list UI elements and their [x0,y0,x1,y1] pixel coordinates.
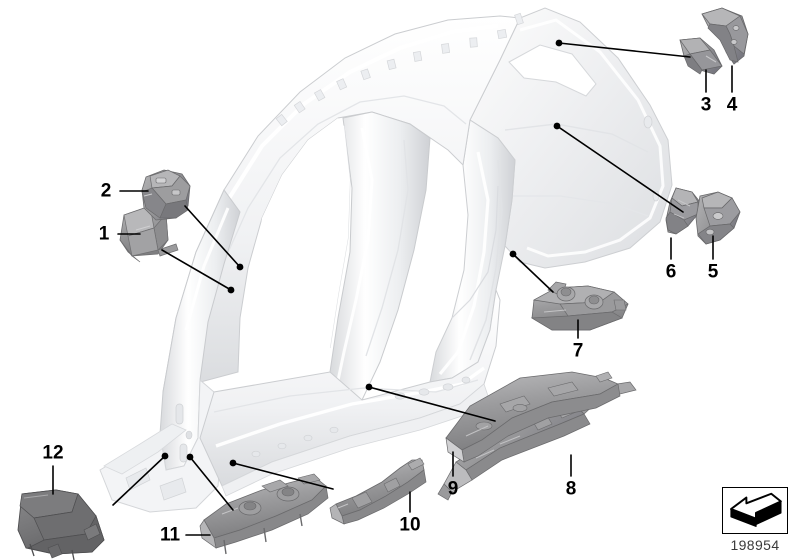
callout-label-10[interactable]: 10 [399,514,421,536]
leader-dot-1 [227,286,235,294]
diagram-reference-number: 198954 [730,537,780,553]
a-pillar-highlight [184,207,230,331]
callout-label-7[interactable]: 7 [572,340,584,362]
callout-label-5[interactable]: 5 [707,261,719,283]
rocker-sill-holes [251,376,471,458]
part-2-bracket-clip-mount [141,169,191,221]
wheel-arch-inner [451,185,499,319]
leader-dot-7 [509,250,517,258]
roof-flange-tabs [275,12,524,127]
rear-quarter-crease-2 [512,195,649,217]
view-direction-arrow-icon [730,492,782,527]
leader-pointer-11 [189,456,234,511]
a-pillar-slot-1 [175,403,184,425]
front-lower-detail-a [125,467,151,491]
callout-label-1[interactable]: 1 [98,223,110,245]
part-3-reinforcement-rear-upper-left [679,37,723,75]
a-pillar-slot-2 [179,443,188,463]
rear-quarter-hole [643,115,653,129]
rear-window-opening [508,44,597,97]
leader-pointer-10 [232,462,334,490]
leader-dot-11 [186,453,194,461]
callout-label-4[interactable]: 4 [726,94,738,116]
callout-label-3[interactable]: 3 [700,94,712,116]
view-direction-arrow-box [722,487,788,534]
leader-dot-5 [553,122,561,130]
rear-quarter-highlight [519,18,665,258]
b-pillar [329,111,431,405]
leader-lines [52,42,733,536]
leader-dot-12 [161,452,169,460]
callout-label-8[interactable]: 8 [565,478,577,500]
c-pillar-shadow-line [469,159,503,361]
front-lower-detail-b [159,477,187,501]
c-pillar [429,119,516,383]
a-pillar-hole [185,430,193,440]
leader-dot-8 [365,383,373,391]
leader-pointer-1 [161,249,232,291]
callout-label-9[interactable]: 9 [447,478,459,500]
body-side-frame-assembly [99,7,673,513]
part-4-reinforcement-rear-upper-right [701,7,749,65]
leader-pointer-7 [512,253,554,293]
roof-rail-inner-line [205,95,467,331]
callout-label-12[interactable]: 12 [42,442,64,464]
part-7-reinforcement-b-pillar-lower [530,281,629,331]
part-5-reinforcement-rear-lower-right [695,191,741,245]
leader-pointer-2 [184,205,241,268]
b-pillar-inner-line [365,139,409,357]
leader-pointer-12 [112,455,166,506]
front-door-opening [254,118,350,348]
part-11-floor-mount-bracket [199,473,329,555]
leader-dot-10 [229,459,237,467]
leader-pointer-5 [556,125,684,213]
leader-dot-3 [555,39,563,47]
callout-label-2[interactable]: 2 [100,180,112,202]
part-9-sill-cover-panel [445,371,621,463]
leader-dots [161,39,563,467]
leader-pointer-3 [558,42,691,58]
leader-pointer-8 [368,386,496,422]
callout-label-6[interactable]: 6 [665,261,677,283]
front-lower-flange [103,423,187,475]
leader-dot-2 [236,263,244,271]
part-10-sill-bracket-front [329,457,427,525]
callout-label-11[interactable]: 11 [159,524,181,546]
rear-quarter-crease [504,123,649,153]
c-pillar-highlight [438,151,490,376]
b-pillar-highlight [334,127,374,391]
part-6-reinforcement-rear-lower-left [665,187,701,235]
part-12-closing-panel-wedge [17,489,105,560]
